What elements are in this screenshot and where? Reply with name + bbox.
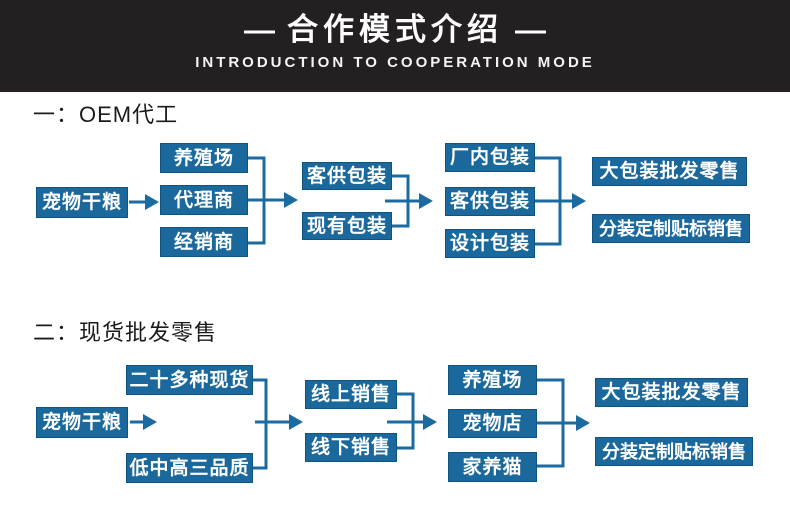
arrow-head-icon: [143, 414, 157, 430]
box-farm-1: 养殖场: [160, 143, 248, 173]
title-dash-left: —: [244, 12, 275, 47]
box-three-quality-grades: 低中高三品质: [126, 453, 253, 483]
box-repack-custom-label-sales-1: 分装定制贴标销售: [592, 214, 750, 243]
page-subtitle: INTRODUCTION TO COOPERATION MODE: [195, 54, 595, 71]
title-dash-right: —: [515, 12, 546, 47]
box-distributor: 经销商: [160, 227, 248, 257]
box-online-sales: 线上销售: [305, 380, 397, 409]
box-existing-packaging: 现有包装: [302, 212, 392, 240]
box-pet-dry-food-2: 宠物干粮: [36, 407, 128, 438]
box-repack-custom-label-sales-2: 分装定制贴标销售: [595, 437, 753, 466]
box-bulk-pack-wholesale-retail-1: 大包装批发零售: [592, 157, 747, 186]
box-house-cat: 家养猫: [448, 452, 537, 482]
arrow-head-icon: [423, 414, 437, 430]
box-pet-dry-food-1: 宠物干粮: [36, 187, 128, 218]
box-twenty-plus-stock-varieties: 二十多种现货: [126, 365, 253, 395]
box-in-factory-packaging: 厂内包装: [445, 143, 535, 172]
page-title-text: 合作模式介绍: [287, 12, 503, 47]
box-farm-2: 养殖场: [448, 365, 537, 395]
section-1-heading: 一：OEM代工: [33, 102, 179, 127]
box-bulk-pack-wholesale-retail-2: 大包装批发零售: [595, 378, 748, 407]
arrow-head-icon: [419, 193, 433, 209]
box-offline-sales: 线下销售: [305, 433, 397, 462]
arrow-head-icon: [572, 193, 586, 209]
box-designed-packaging: 设计包装: [445, 229, 535, 258]
header-banner: — 合作模式介绍 — INTRODUCTION TO COOPERATION MOD…: [0, 0, 790, 92]
arrow-head-icon: [289, 414, 303, 430]
page-title: — 合作模式介绍 —: [0, 13, 790, 47]
box-agent: 代理商: [160, 185, 248, 215]
box-client-supplied-packaging-2: 客供包装: [445, 187, 535, 216]
section-2-heading: 二：现货批发零售: [33, 320, 218, 345]
box-client-supplied-packaging-1: 客供包装: [302, 162, 392, 190]
arrow-head-icon: [284, 192, 298, 208]
arrow-head-icon: [145, 194, 159, 210]
arrow-head-icon: [576, 415, 590, 431]
box-pet-store: 宠物店: [448, 409, 537, 438]
